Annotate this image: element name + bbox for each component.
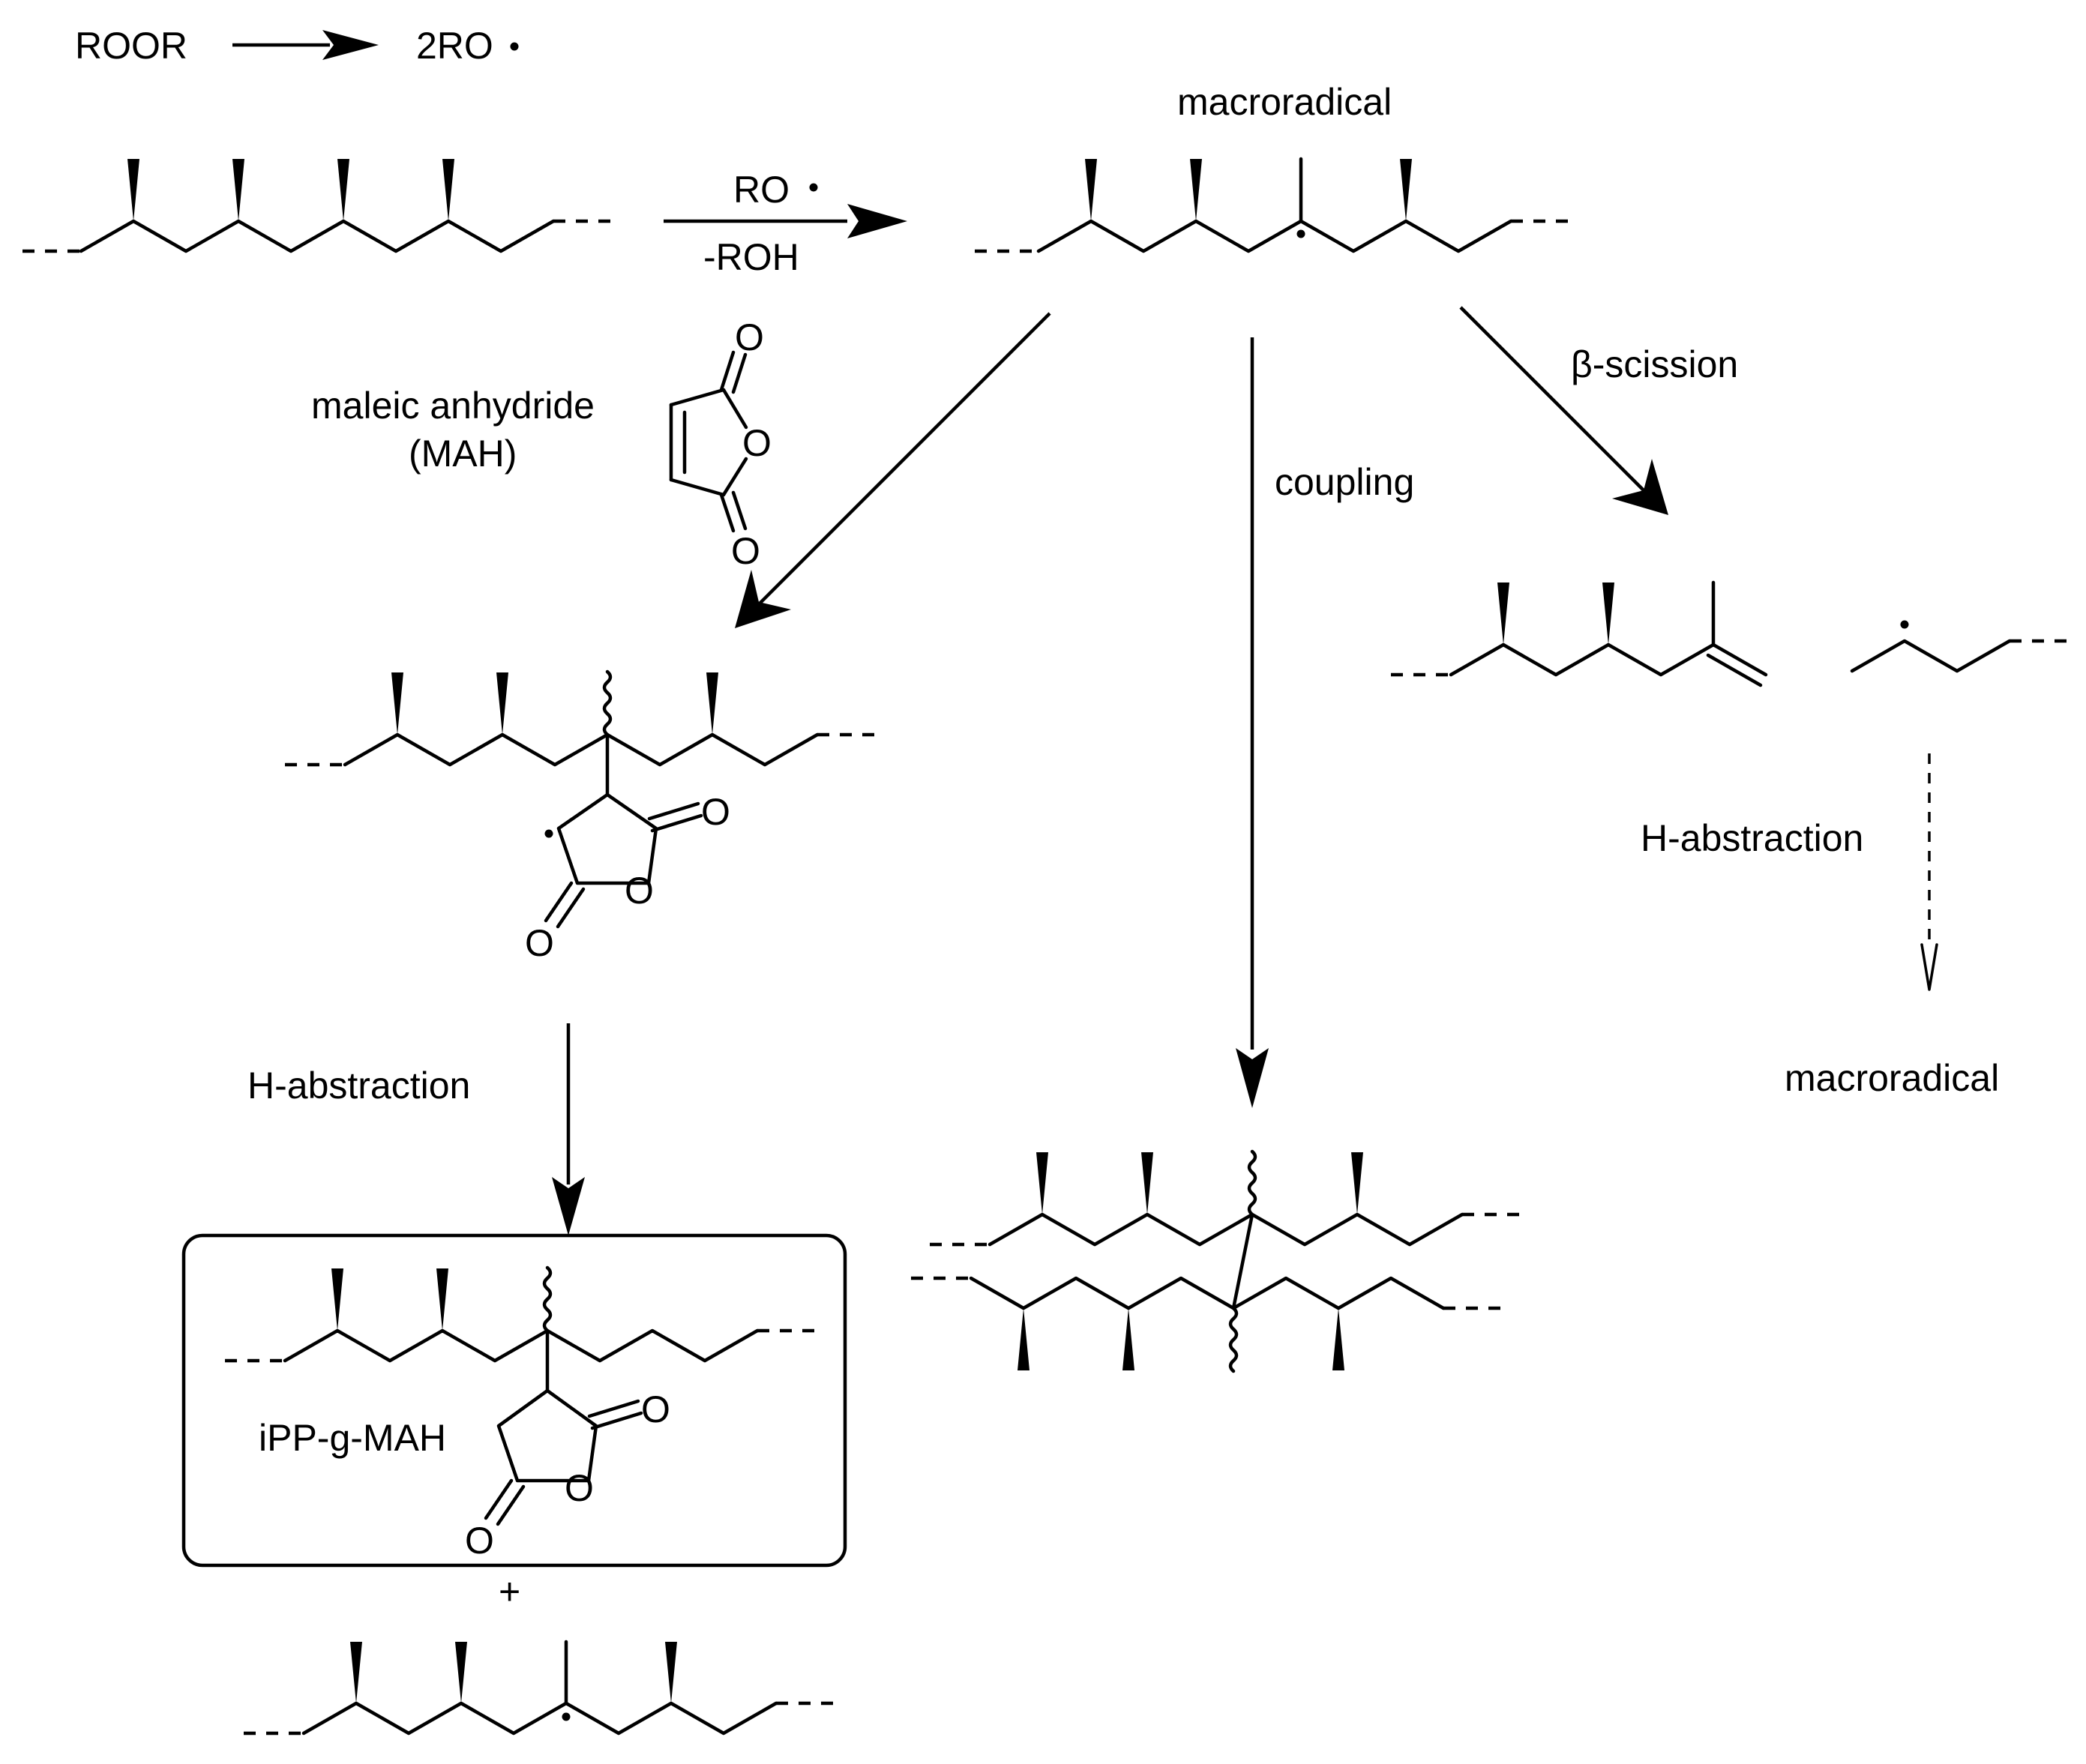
initiation-arrowhead	[322, 30, 379, 60]
macroradical-bottom-label: macroradical	[1785, 1057, 1999, 1099]
svg-text:O: O	[525, 922, 554, 964]
ro-label: RO	[733, 169, 790, 211]
regenerated-macroradical-chain	[244, 1640, 841, 1736]
radical-dot	[510, 42, 519, 51]
roh-label: -ROH	[703, 236, 799, 278]
svg-text:O: O	[701, 791, 730, 833]
roor-label: ROOR	[75, 25, 187, 67]
svg-text:O: O	[465, 1520, 494, 1562]
macroradical-top-label: macroradical	[1177, 81, 1392, 123]
svg-text:O: O	[565, 1467, 594, 1509]
svg-text:O: O	[641, 1388, 670, 1430]
beta-scission-radical-fragment	[1850, 620, 2076, 673]
two-ro-label: 2RO	[416, 25, 493, 67]
plus-sign: +	[499, 1571, 520, 1613]
coupled-chains	[911, 1149, 1528, 1373]
abstraction-arrowhead	[847, 204, 907, 238]
beta-scission-arrow	[1459, 306, 1647, 494]
beta-scission-arrowhead	[1612, 459, 1668, 515]
ipp-chain-start	[22, 159, 619, 253]
ipp-g-mah-structure: O O O	[225, 1265, 823, 1562]
macroradical-chain	[975, 157, 1575, 253]
mah-abbrev-label: (MAH)	[409, 433, 517, 475]
coupling-arrowhead	[1236, 1048, 1269, 1108]
h-abstraction-right-arrowhead	[1920, 943, 1938, 991]
grafting-arrowhead	[735, 570, 791, 628]
h-abstraction-left-arrowhead	[552, 1177, 585, 1235]
product-box	[181, 1233, 847, 1568]
svg-text:O: O	[731, 530, 760, 572]
coupling-label: coupling	[1275, 461, 1414, 503]
beta-scission-alkene-fragment	[1391, 580, 1768, 687]
svg-text:O: O	[735, 316, 764, 358]
maleic-anhydride-structure: O O O	[669, 316, 772, 572]
svg-text:O: O	[625, 870, 654, 912]
svg-text:O: O	[742, 422, 772, 464]
grafted-radical-intermediate: O O O	[285, 669, 883, 964]
maleic-anhydride-label: maleic anhydride	[311, 385, 595, 427]
product-name-label: iPP-g-MAH	[259, 1417, 446, 1459]
grafting-arrow	[756, 312, 1051, 607]
beta-scission-label: β-scission	[1571, 343, 1738, 385]
h-abstraction-left-label: H-abstraction	[247, 1065, 470, 1107]
h-abstraction-right-label: H-abstraction	[1641, 817, 1863, 859]
radical-dot	[809, 183, 818, 192]
